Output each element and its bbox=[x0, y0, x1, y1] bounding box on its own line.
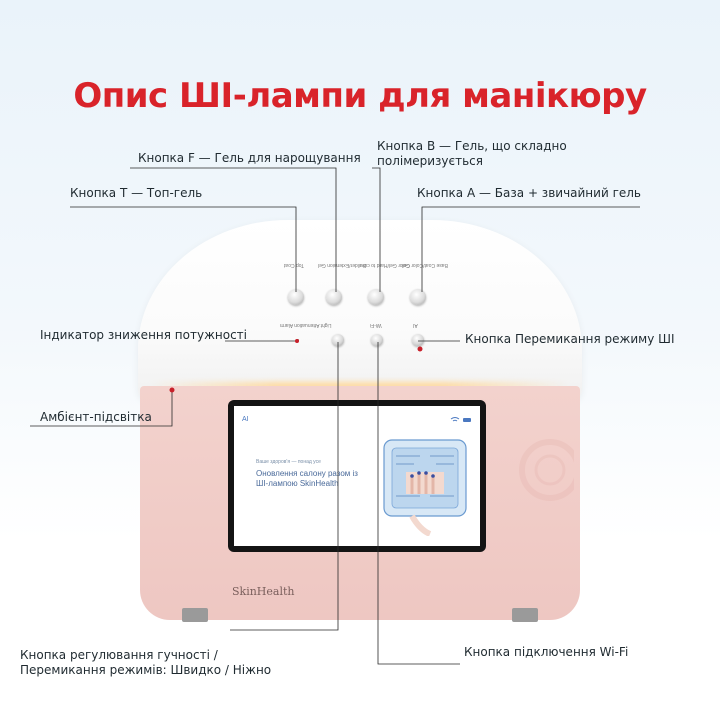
volume-mode-button[interactable] bbox=[332, 334, 344, 346]
leader-line-button-b bbox=[372, 167, 381, 292]
callout-wifi-button: Кнопка підключення Wi-Fi bbox=[464, 645, 629, 659]
callout-volume-line-1: Кнопка регулювання гучності / bbox=[20, 648, 218, 662]
screen-headline-line-2: ШІ-лампою SkinHealth bbox=[256, 479, 339, 488]
body-logo-icon bbox=[519, 439, 574, 501]
screen-headline: Оновлення салону разом із ШІ-лампою Skin… bbox=[256, 469, 358, 489]
button-a[interactable] bbox=[410, 289, 426, 305]
screen-status-icons bbox=[450, 417, 471, 422]
screen-small-line: Ваше здоров'я — понад усе bbox=[256, 459, 321, 465]
wifi-button[interactable] bbox=[371, 334, 383, 346]
screen-device-illustration-icon bbox=[383, 439, 467, 536]
callout-ai-mode-button: Кнопка Перемикання режиму ШІ bbox=[465, 332, 675, 346]
leader-line-button-f bbox=[130, 167, 337, 292]
lamp-top-cover bbox=[138, 220, 582, 400]
callout-button-t: Кнопка T — Топ-гель bbox=[70, 186, 203, 200]
callout-button-f: Кнопка F — Гель для нарощування bbox=[138, 151, 361, 165]
button-f[interactable] bbox=[326, 289, 342, 305]
leader-line-volume bbox=[230, 342, 339, 631]
callout-ambient-light: Амбієнт-підсвітка bbox=[40, 410, 152, 424]
page-title: Опис ШІ-лампи для манікюру bbox=[73, 76, 647, 116]
ai-mode-button[interactable] bbox=[412, 334, 424, 346]
button-t[interactable] bbox=[288, 289, 304, 305]
screen-headline-line-1: Оновлення салону разом із bbox=[256, 469, 358, 478]
screen-ai-label: AI bbox=[242, 416, 249, 423]
callout-button-b: Кнопка B — Гель, що складно полімеризуєт… bbox=[377, 139, 567, 169]
button-b[interactable] bbox=[368, 289, 384, 305]
callout-volume-button: Кнопка регулювання гучності / Перемиканн… bbox=[20, 648, 271, 678]
callout-button-b-line-2: полімеризується bbox=[377, 154, 483, 168]
leader-line-button-t bbox=[70, 206, 297, 292]
leader-line-button-a bbox=[421, 206, 640, 292]
callout-volume-line-2: Перемикання режимів: Швидко / Ніжно bbox=[20, 663, 272, 677]
brand-logo: SkinHealth bbox=[232, 585, 295, 598]
lamp-foot-left bbox=[182, 608, 208, 622]
screen-content: AI Ваше здоров'я — понад усе Оновлення с… bbox=[234, 406, 480, 546]
leader-line-ambient bbox=[30, 390, 173, 427]
touch-screen[interactable]: AI Ваше здоров'я — понад усе Оновлення с… bbox=[228, 400, 486, 552]
callout-button-a: Кнопка A — База + звичайний гель bbox=[417, 186, 641, 200]
callout-power-indicator: Індикатор зниження потужності bbox=[40, 328, 247, 342]
leader-line-wifi bbox=[377, 342, 460, 665]
callout-button-b-line-1: Кнопка B — Гель, що складно bbox=[377, 139, 567, 153]
lamp-foot-right bbox=[512, 608, 538, 622]
